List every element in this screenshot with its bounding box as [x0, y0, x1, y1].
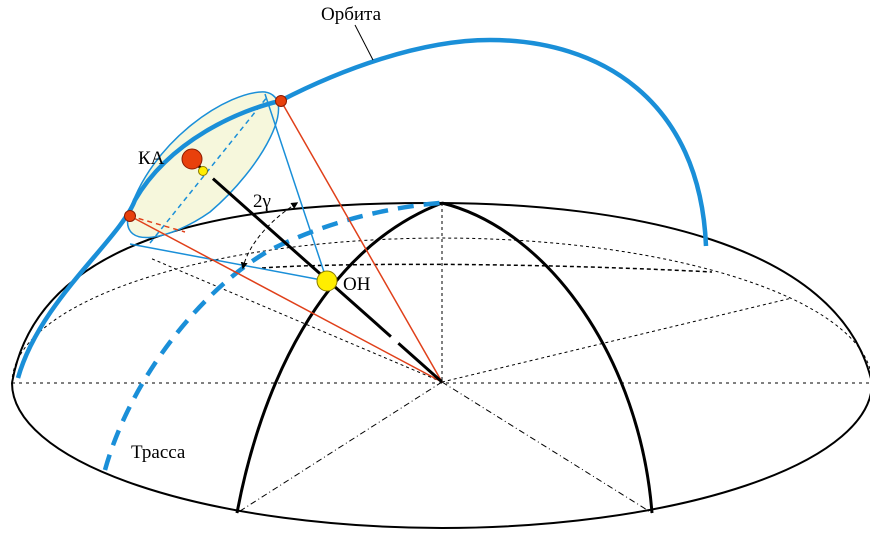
nadir-line [191, 158, 443, 384]
dome-base-front [11, 382, 870, 529]
label-angle: 2γ [253, 191, 271, 212]
radius-back-left [149, 257, 443, 383]
target-marker [316, 270, 338, 292]
angle-arc [240, 202, 299, 270]
sight-line-upper [280, 100, 443, 383]
subsatellite-marker [198, 166, 208, 176]
radius-front-left [236, 381, 443, 514]
radius-front-right [441, 381, 653, 514]
meridian-right [441, 201, 654, 514]
orbit-point-upper [275, 95, 287, 107]
view-cone [126, 91, 328, 282]
label-target: ОН [343, 274, 371, 295]
cone-hidden-chord [129, 215, 186, 233]
earth-dome [11, 201, 870, 529]
label-spacecraft: КА [138, 148, 165, 169]
orbit-label-leader [354, 24, 374, 61]
orbit-path [15, 37, 709, 379]
orbit-point-lower [124, 210, 136, 222]
cone-hidden-diameter [149, 95, 269, 244]
cone-edge-lower [129, 243, 328, 282]
spacecraft-marker [181, 148, 203, 170]
cone-edge-upper [264, 93, 328, 282]
label-orbit: Орбита [321, 4, 382, 25]
cone-ellipse-fill [126, 91, 280, 239]
dome-base-back [11, 237, 870, 384]
equator-back [261, 263, 713, 273]
label-track: Трасса [131, 442, 186, 463]
sight-line-lower [129, 215, 443, 383]
meridian-left [235, 201, 443, 514]
